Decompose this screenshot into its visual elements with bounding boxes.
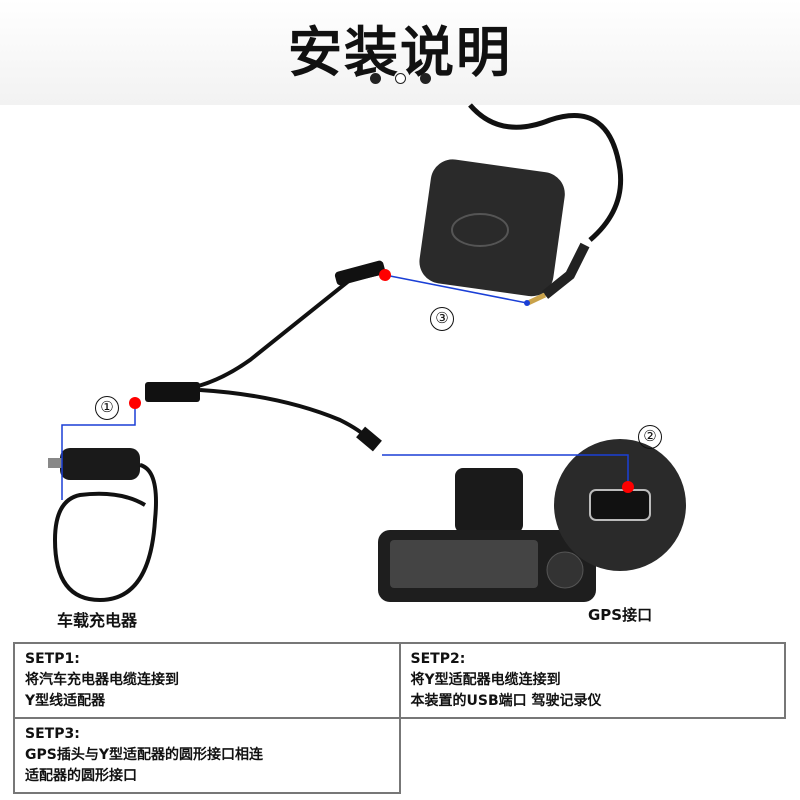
header-band bbox=[0, 0, 800, 105]
dot bbox=[370, 73, 381, 84]
step-text: GPS插头与Y型适配器的圆形接口相连 bbox=[25, 747, 263, 763]
marker bbox=[622, 481, 634, 493]
port-socket bbox=[589, 489, 651, 521]
charger-label: 车载充电器 bbox=[57, 611, 138, 630]
empty-cell bbox=[398, 718, 785, 793]
step-3-cell: SETP3: GPS插头与Y型适配器的圆形接口相连 适配器的圆形接口 bbox=[13, 717, 401, 794]
step-title: SETP2: bbox=[410, 651, 466, 667]
dashcam-rear-lens bbox=[546, 551, 584, 589]
marker bbox=[129, 397, 141, 409]
dot bbox=[420, 73, 431, 84]
gps-plug bbox=[541, 242, 590, 299]
step-text: Y型线适配器 bbox=[25, 693, 106, 709]
steps-table: SETP1: 将汽车充电器电缆连接到 Y型线适配器 SETP2: 将Y型适配器电… bbox=[13, 642, 786, 794]
step-2-marker: ② bbox=[638, 425, 662, 449]
gps-logo bbox=[451, 213, 509, 247]
gps-jack-tip bbox=[526, 292, 547, 306]
y-cable-branch-a bbox=[179, 270, 386, 392]
step-2-cell: SETP2: 将Y型适配器电缆连接到 本装置的USB端口 驾驶记录仪 bbox=[398, 642, 786, 719]
car-charger bbox=[60, 448, 140, 480]
carousel-dots bbox=[370, 73, 431, 84]
step-text: 适配器的圆形接口 bbox=[25, 768, 137, 784]
y-cable-branch-b bbox=[199, 388, 372, 442]
y-splitter bbox=[145, 382, 200, 402]
gps-cable bbox=[468, 103, 624, 242]
step-text: 本装置的USB端口 驾驶记录仪 bbox=[410, 693, 602, 709]
step-title: SETP1: bbox=[25, 651, 80, 667]
step-1-marker: ① bbox=[95, 396, 119, 420]
charger-tip bbox=[48, 458, 62, 468]
dashcam-mount bbox=[455, 468, 523, 533]
marker bbox=[379, 269, 391, 281]
step-title: SETP3: bbox=[25, 726, 80, 742]
step-text: 将Y型适配器电缆连接到 bbox=[410, 672, 561, 688]
step-text: 将汽车充电器电缆连接到 bbox=[25, 672, 179, 688]
charger-cable bbox=[52, 463, 158, 603]
step-3-marker: ③ bbox=[430, 307, 454, 331]
mini-usb-plug bbox=[356, 426, 382, 452]
gps-module bbox=[419, 159, 565, 297]
installation-illustration bbox=[48, 103, 686, 603]
gps-port-label: GPS接口 bbox=[588, 606, 653, 624]
step-1-cell: SETP1: 将汽车充电器电缆连接到 Y型线适配器 bbox=[13, 642, 401, 719]
dashcam-screen bbox=[390, 540, 538, 588]
dot-active bbox=[395, 73, 406, 84]
round-socket bbox=[334, 260, 386, 286]
